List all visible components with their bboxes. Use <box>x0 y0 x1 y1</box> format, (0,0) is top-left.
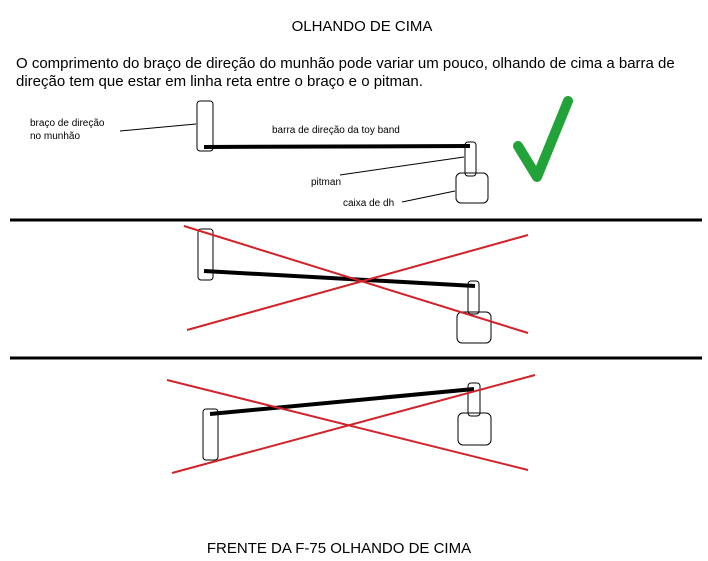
label-arm-line2: no munhão <box>30 131 80 142</box>
pitman-arm-shape <box>464 141 477 177</box>
pitman-arm-shape <box>467 280 480 315</box>
arm-leader-line <box>119 123 197 132</box>
pitman-arm-shape <box>467 382 481 417</box>
cross-stroke <box>186 234 529 331</box>
steering-arm-shape <box>196 100 214 152</box>
footer-caption-text: FRENTE DA F-75 OLHANDO DE CIMA <box>206 540 472 557</box>
label-arm-line1: braço de direção <box>30 118 105 129</box>
box-leader-line <box>401 190 456 203</box>
steering-arm-shape <box>202 408 219 461</box>
page-title: OLHANDO DE CIMA <box>0 18 708 35</box>
page-title-text: OLHANDO DE CIMA <box>291 18 433 35</box>
label-tie-rod: barra de direção da toy band <box>272 125 400 136</box>
cross-stroke <box>183 225 529 334</box>
tie-rod-misaligned <box>209 387 475 416</box>
footer-caption: FRENTE DA F-75 OLHANDO DE CIMA <box>0 540 708 557</box>
label-pitman: pitman <box>311 177 341 188</box>
panel-correct: braço de direção no munhão barra de dire… <box>30 96 573 209</box>
tie-rod-straight <box>203 144 471 149</box>
steering-arm-shape <box>197 228 214 281</box>
cross-mark-icon <box>183 225 529 334</box>
label-steering-box: caixa de dh <box>343 198 394 209</box>
tie-rod-misaligned <box>203 269 476 288</box>
steering-box-shape <box>457 412 492 446</box>
panel-wrong-2 <box>166 374 536 474</box>
panel-wrong-1 <box>183 225 529 344</box>
cross-mark-icon <box>166 374 536 474</box>
pitman-leader-line <box>339 156 465 176</box>
description-text: O comprimento do braço de direção do mun… <box>16 55 675 90</box>
steering-box-shape <box>456 311 492 344</box>
cross-stroke <box>171 374 536 474</box>
check-mark-icon <box>513 96 573 182</box>
steering-box-shape <box>455 172 489 204</box>
